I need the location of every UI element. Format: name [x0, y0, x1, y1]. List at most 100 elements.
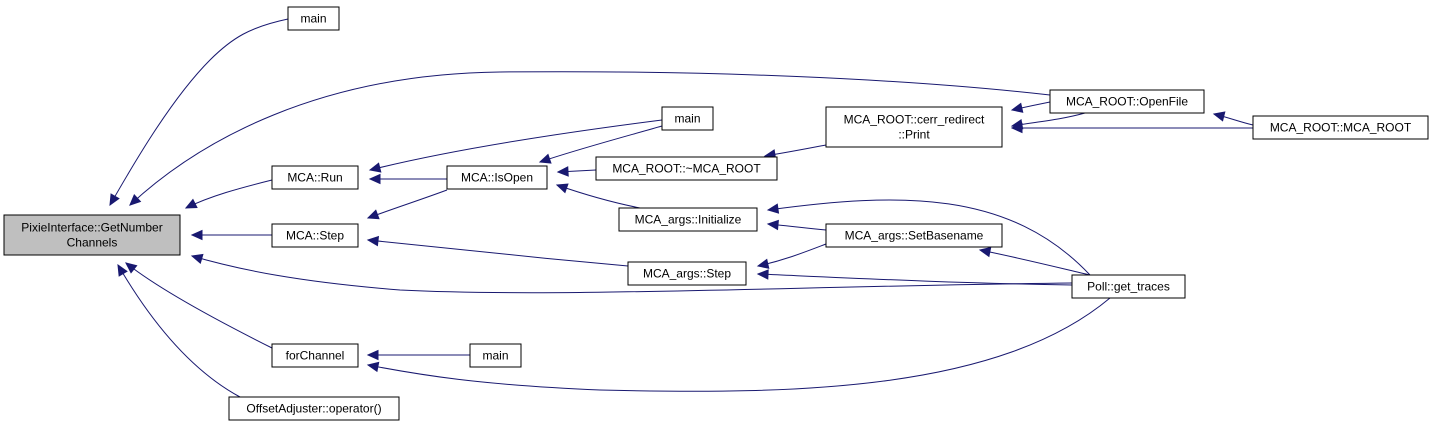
edge-line — [117, 264, 241, 398]
node-mca-step[interactable]: MCA::Step — [271, 223, 359, 248]
edge-poll_get_traces-to-forchannel — [366, 297, 1111, 392]
edge-mca_root_ctor-to-mca_root_openfile — [1212, 111, 1254, 126]
node-mca-args-setbasename[interactable]: MCA_args::SetBasename — [825, 223, 1003, 248]
edge-poll_get_traces-to-root — [190, 253, 1073, 294]
edge-offsetadjuster-to-root — [117, 263, 241, 398]
node-label: MCA_ROOT::OpenFile — [1066, 95, 1188, 109]
node-box — [271, 343, 359, 368]
edge-mca_step-to-root — [190, 229, 272, 241]
edge-arrowhead — [184, 198, 198, 209]
edge-arrowhead — [1010, 122, 1023, 134]
node-label: MCA_args::SetBasename — [845, 229, 984, 243]
node-mca-args-initialize[interactable]: MCA_args::Initialize — [618, 207, 758, 232]
node-label: forChannel — [286, 349, 345, 363]
edge-arrowhead — [129, 193, 142, 206]
edge-arrowhead — [1212, 111, 1226, 122]
edge-arrowhead — [766, 203, 780, 214]
node-mca-run[interactable]: MCA::Run — [271, 165, 359, 190]
edge-mca_root_dtor-to-mca_isopen — [556, 166, 597, 177]
node-forchannel[interactable]: forChannel — [271, 343, 359, 368]
edge-mca_args_step-to-mca_step — [366, 235, 629, 267]
edge-arrowhead — [366, 235, 380, 247]
edge-arrowhead — [368, 173, 381, 185]
node-mca-root-dtor[interactable]: MCA_ROOT::~MCA_ROOT — [595, 156, 778, 181]
edge-arrowhead — [125, 262, 138, 274]
edge-mca_root_openfile-to-cerr_print — [1010, 112, 1086, 130]
node-label: OffsetAdjuster::operator() — [246, 402, 381, 416]
edge-arrowhead — [190, 229, 203, 241]
edge-arrowhead — [117, 263, 128, 277]
node-offsetadjuster[interactable]: OffsetAdjuster::operator() — [228, 396, 400, 421]
edge-line — [1011, 112, 1086, 127]
node-label: main — [674, 112, 700, 126]
node-cerr-print[interactable]: MCA_ROOT::cerr_redirect::Print — [825, 106, 1003, 148]
edge-mca_root_openfile-to-root — [129, 71, 1051, 206]
node-box — [446, 165, 548, 190]
node-main-top[interactable]: main — [287, 6, 340, 31]
nodes-layer: PixieInterface::GetNumberChannelsmainMCA… — [3, 6, 1429, 421]
node-label: Poll::get_traces — [1087, 280, 1170, 294]
edge-poll_get_traces-to-mca_args_setbasename — [978, 246, 1091, 276]
node-label: MCA::Run — [287, 171, 342, 185]
edge-arrowhead — [366, 349, 379, 361]
node-box — [228, 396, 400, 421]
node-box — [271, 165, 359, 190]
node-box — [618, 207, 758, 232]
edge-main_mid-to-mca_isopen — [538, 125, 663, 164]
edge-poll_get_traces-to-mca_args_step — [756, 269, 1073, 286]
edge-mca_run-to-root — [184, 179, 273, 209]
edge-forchannel-to-root — [125, 262, 273, 349]
edge-arrowhead — [556, 166, 569, 177]
node-box — [3, 214, 181, 256]
edge-arrowhead — [756, 269, 769, 280]
node-main-mid[interactable]: main — [661, 106, 714, 131]
node-mca-args-step[interactable]: MCA_args::Step — [627, 261, 747, 286]
edge-line — [369, 119, 663, 171]
edge-mca_root_ctor-to-cerr_print — [1010, 122, 1253, 134]
node-label: ::Print — [898, 128, 930, 142]
node-label: MCA_args::Initialize — [635, 213, 742, 227]
node-label: MCA_ROOT::cerr_redirect — [844, 113, 985, 127]
edge-line — [767, 199, 1091, 276]
edge-line — [757, 243, 827, 267]
node-poll-get-traces[interactable]: Poll::get_traces — [1071, 274, 1186, 299]
node-label: main — [482, 349, 508, 363]
node-box — [825, 106, 1003, 148]
edge-mca_args_initialize-to-mca_isopen — [555, 183, 641, 209]
edge-mca_isopen-to-mca_run — [368, 173, 447, 185]
edge-mca_root_openfile-to-cerr_print — [1010, 101, 1051, 113]
node-box — [1252, 115, 1429, 140]
edge-line — [367, 297, 1111, 392]
edge-arrowhead — [538, 153, 552, 164]
edge-mca_isopen-to-mca_step — [366, 189, 448, 220]
edge-arrowhead — [109, 193, 120, 207]
edge-line — [109, 18, 289, 206]
node-label: MCA::Step — [286, 229, 344, 243]
node-label: MCA_ROOT::~MCA_ROOT — [612, 162, 761, 176]
edge-arrowhead — [366, 361, 380, 373]
node-box — [627, 261, 747, 286]
node-mca-isopen[interactable]: MCA::IsOpen — [446, 165, 548, 190]
node-box — [271, 223, 359, 248]
node-main-bottom[interactable]: main — [469, 343, 522, 368]
node-box — [595, 156, 778, 181]
node-mca-root-ctor[interactable]: MCA_ROOT::MCA_ROOT — [1252, 115, 1429, 140]
edge-line — [185, 179, 273, 209]
node-label: MCA::IsOpen — [461, 171, 533, 185]
node-box — [287, 6, 340, 31]
edge-line — [979, 249, 1091, 276]
edge-line — [539, 125, 663, 163]
node-box — [1049, 89, 1205, 114]
edge-arrowhead — [555, 183, 569, 194]
edge-main_top-to-root — [109, 18, 289, 207]
edge-line — [367, 239, 629, 267]
edge-arrowhead — [366, 209, 380, 220]
node-mca-root-openfile[interactable]: MCA_ROOT::OpenFile — [1049, 89, 1205, 114]
edge-line — [129, 71, 1051, 206]
node-box — [661, 106, 714, 131]
node-label: PixieInterface::GetNumber — [21, 221, 162, 235]
node-label: MCA_args::Step — [643, 267, 731, 281]
edges-layer — [109, 18, 1254, 398]
edge-arrowhead — [190, 253, 204, 265]
